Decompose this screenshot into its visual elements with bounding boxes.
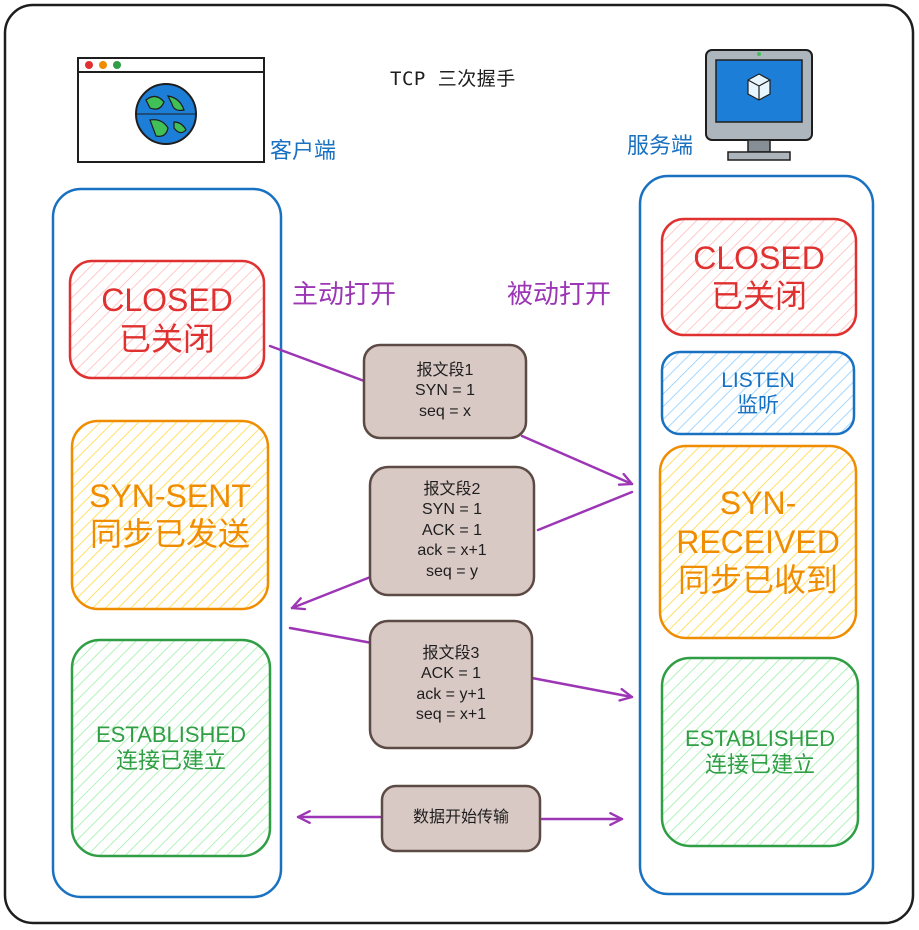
server-syn-received-box — [658, 444, 858, 640]
client-syn-sent-state: SYN-SENT 同步已发送 — [72, 421, 268, 609]
client-closed-zh: 已关闭 — [118, 320, 215, 357]
segment2-arrow-in — [536, 490, 634, 532]
segment3-arrow-out — [530, 676, 632, 697]
server-established-box — [660, 656, 860, 848]
segment3-line: seq = x+1 — [415, 705, 487, 723]
server-syn-received-en2: RECEIVED — [676, 523, 840, 560]
passive-open-label: 被动打开 — [507, 280, 612, 310]
segment2-text: 报文段2 SYN = 1 ACK = 1 ack = x+1 seq = y — [370, 467, 534, 595]
server-closed-zh: 已关闭 — [710, 278, 807, 314]
segment1-box — [362, 343, 528, 440]
segment1-line: 报文段1 — [416, 361, 474, 379]
segment2-line: 报文段2 — [423, 480, 481, 498]
server-listen-state: LISTEN 监听 — [662, 352, 854, 434]
segment1-arrow-in — [268, 344, 369, 384]
client-established-state: ESTABLISHED 连接已建立 — [72, 640, 270, 856]
server-closed-state: CLOSED 已关闭 — [662, 219, 856, 335]
client-closed-box — [68, 259, 266, 380]
active-open-label: 主动打开 — [292, 280, 397, 310]
segment3-line: ACK = 1 — [420, 665, 482, 683]
client-syn-sent-box — [70, 419, 270, 611]
segment3-box — [368, 619, 534, 750]
server-syn-received-en1: SYN- — [719, 485, 797, 522]
data-transfer-box — [380, 784, 542, 853]
segment1-line: seq = x — [418, 402, 472, 420]
segment2-line: seq = y — [425, 562, 479, 580]
segment1-arrow-out — [520, 434, 632, 484]
client-label: 客户端 — [270, 139, 337, 164]
client-syn-sent-zh: 同步已发送 — [89, 516, 250, 552]
segment2-arrow-out — [292, 574, 375, 608]
segment2-line: ACK = 1 — [421, 521, 483, 539]
client-established-en: ESTABLISHED — [96, 721, 246, 747]
segment3-arrow-in — [288, 626, 374, 645]
browser-globe-icon — [77, 57, 265, 163]
segment2-line: SYN = 1 — [421, 501, 483, 519]
segment2-line: ack = x+1 — [417, 542, 487, 560]
segment2-box — [368, 465, 536, 597]
server-listen-box — [660, 350, 856, 436]
segment1-line: SYN = 1 — [414, 382, 476, 400]
client-established-zh: 连接已建立 — [115, 748, 226, 773]
client-established-box — [70, 638, 272, 858]
server-listen-en: LISTEN — [721, 368, 795, 392]
server-closed-en: CLOSED — [693, 239, 825, 276]
outer-frame — [3, 3, 915, 925]
segment3-line: 报文段3 — [422, 644, 480, 662]
server-established-zh: 连接已建立 — [704, 752, 815, 777]
page-title: TCP 三次握手 — [390, 68, 516, 90]
client-closed-en: CLOSED — [101, 282, 233, 319]
server-label: 服务端 — [627, 134, 694, 159]
data-transfer-label: 数据开始传输 — [412, 809, 509, 827]
server-syn-received-state: SYN- RECEIVED 同步已收到 — [660, 446, 856, 638]
server-closed-box — [660, 217, 858, 337]
segment1-text: 报文段1 SYN = 1 seq = x — [364, 345, 526, 438]
client-closed-state: CLOSED 已关闭 — [70, 261, 264, 378]
monitor-cube-icon — [705, 49, 813, 161]
segment3-text: 报文段3 ACK = 1 ack = y+1 seq = x+1 — [370, 621, 532, 748]
client-syn-sent-en: SYN-SENT — [89, 477, 251, 514]
segment3-line: ack = y+1 — [416, 685, 486, 703]
client-lane — [51, 187, 283, 899]
server-established-en: ESTABLISHED — [685, 725, 835, 751]
server-established-state: ESTABLISHED 连接已建立 — [662, 658, 858, 846]
server-listen-zh: 监听 — [737, 394, 779, 417]
server-syn-received-zh: 同步已收到 — [677, 562, 838, 599]
server-lane — [638, 174, 875, 896]
